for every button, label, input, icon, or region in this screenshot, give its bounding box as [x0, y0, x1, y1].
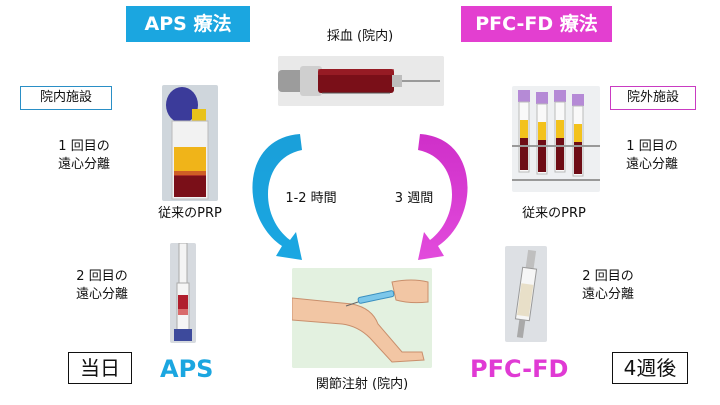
- left-arrow-time: 1-2 時間: [285, 191, 337, 206]
- blood-draw-syringe-photo: [278, 56, 444, 106]
- right-curved-arrow: [418, 134, 468, 260]
- right-second-spin-line1: 2 回目の: [582, 269, 634, 284]
- external-facility-label: 院外施設: [610, 86, 696, 110]
- pfc-fd-therapy-title: PFC-FD 療法: [461, 6, 612, 42]
- joint-injection-illustration: [292, 268, 432, 368]
- left-first-spin-line2: 遠心分離: [57, 157, 110, 172]
- same-day-box: 当日: [68, 352, 132, 384]
- right-freeze-dried-syringe-photo: [505, 246, 547, 342]
- four-weeks-later-box: 4週後: [612, 352, 688, 384]
- left-first-spin-line1: 1 回目の: [58, 139, 110, 154]
- pfc-fd-product-label: PFC-FD: [470, 355, 569, 383]
- left-second-spin-line2: 遠心分離: [75, 287, 128, 302]
- right-conventional-prp-label: 従来のPRP: [522, 206, 586, 221]
- left-conventional-prp-label: 従来のPRP: [158, 206, 222, 221]
- flow-arrows: [252, 134, 468, 260]
- left-second-spin-syringe-photo: [170, 243, 196, 343]
- joint-injection-caption: 関節注射 (院内): [315, 377, 409, 392]
- blood-draw-caption: 採血 (院内): [326, 29, 394, 44]
- aps-product-label: APS: [160, 355, 214, 383]
- left-curved-arrow: [252, 134, 302, 260]
- left-first-spin-tube-photo: [162, 85, 218, 201]
- right-first-spin-line1: 1 回目の: [626, 139, 678, 154]
- left-second-spin-line1: 2 回目の: [76, 269, 128, 284]
- right-second-spin-line2: 遠心分離: [581, 287, 634, 302]
- in-house-facility-label: 院内施設: [20, 86, 112, 110]
- right-first-spin-line2: 遠心分離: [625, 157, 678, 172]
- aps-therapy-title: APS 療法: [126, 6, 250, 42]
- right-arrow-time: 3 週間: [394, 191, 434, 206]
- right-tube-rack-photo: [512, 86, 600, 192]
